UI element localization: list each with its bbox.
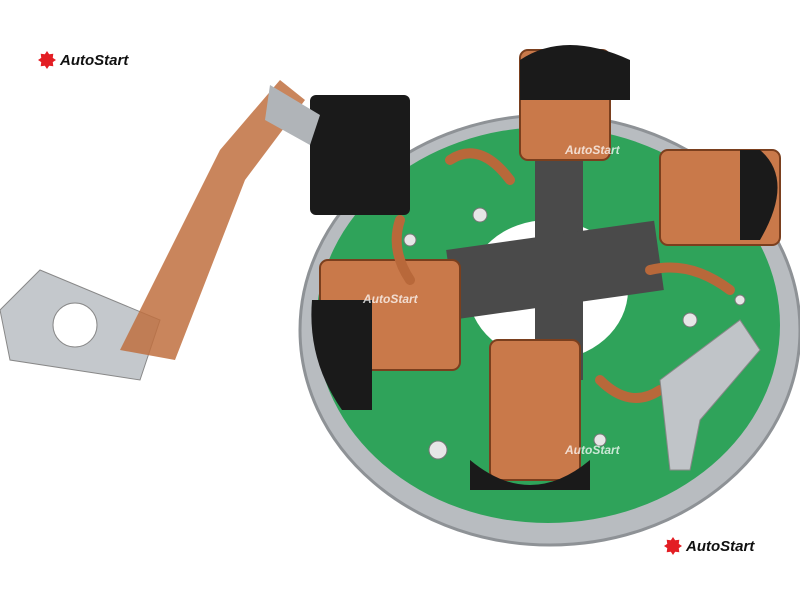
- terminal-lead: [0, 80, 320, 381]
- mounting-holes: [403, 207, 746, 460]
- watermark: AutoStart: [565, 443, 620, 457]
- autostart-logo-icon: [38, 51, 56, 69]
- autostart-logo-bottom: AutoStart: [664, 537, 754, 555]
- braided-copper-leads: [391, 148, 735, 403]
- autostart-logo-top: AutoStart: [38, 51, 128, 69]
- spring-bracket: [659, 319, 761, 471]
- autostart-logo-icon: [664, 537, 682, 555]
- watermark: AutoStart: [565, 143, 620, 157]
- watermark: AutoStart: [363, 292, 418, 306]
- black-plastic-caps: [310, 45, 778, 490]
